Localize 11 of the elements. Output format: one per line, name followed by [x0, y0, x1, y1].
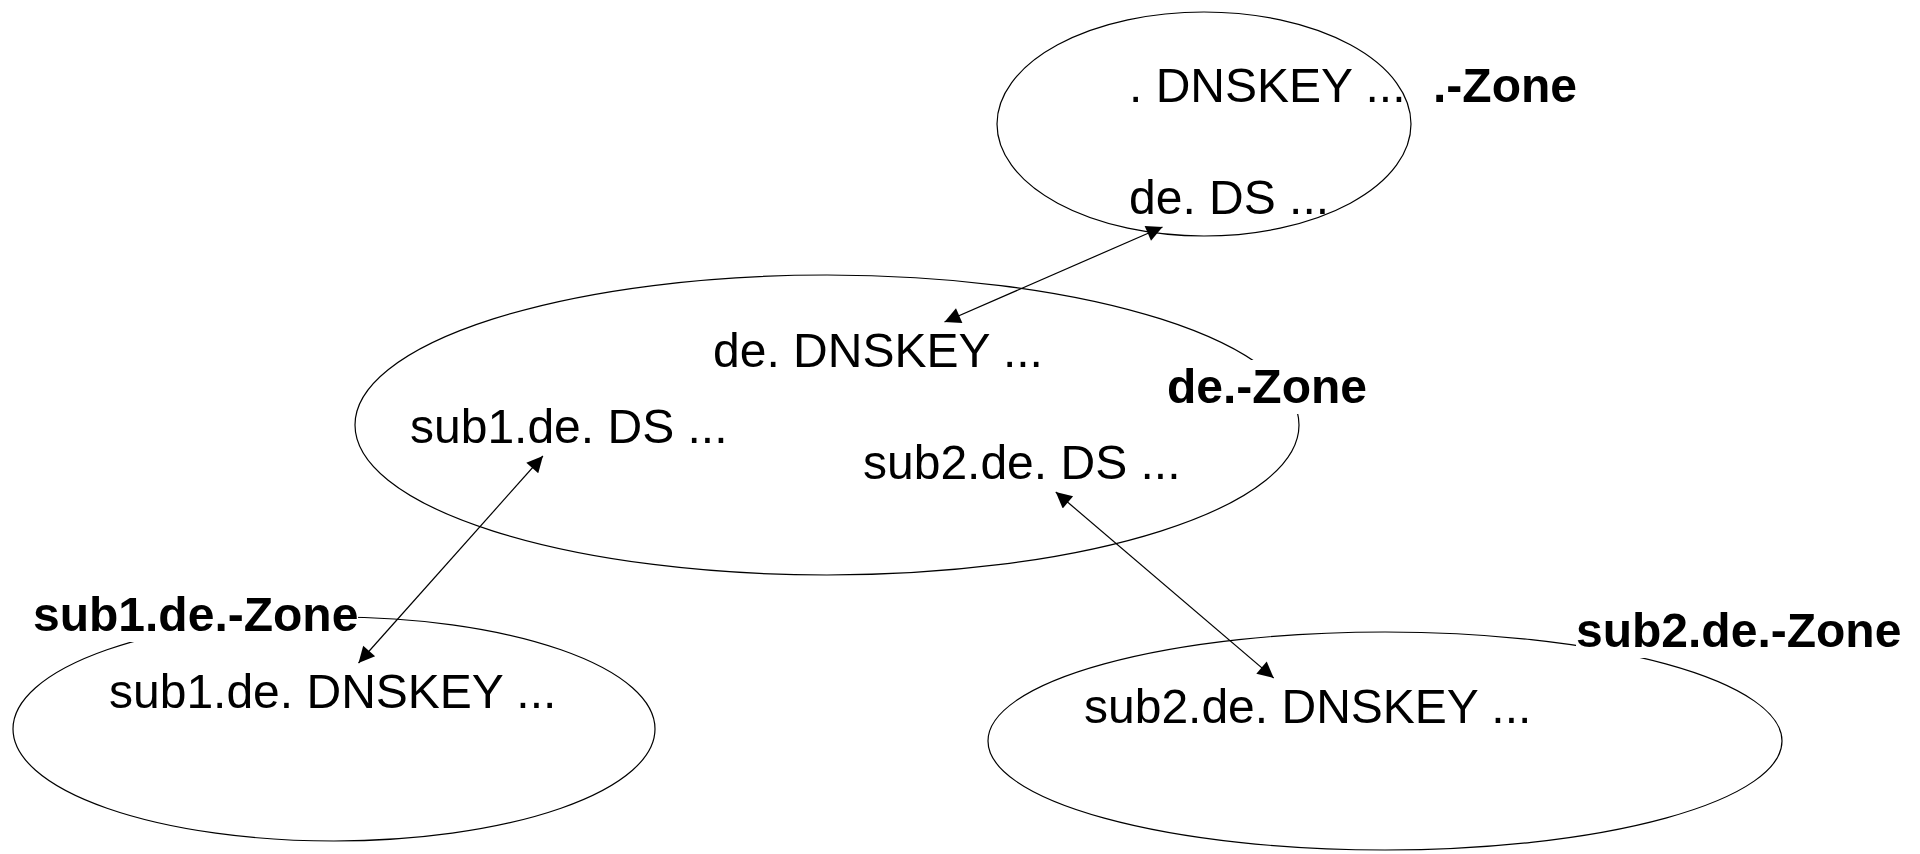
double-arrow: [1055, 491, 1275, 679]
zone-heading: de.-Zone: [1167, 360, 1367, 414]
dns-record: sub2.de. DS ...: [863, 436, 1181, 490]
dns-record: de. DS ...: [1129, 171, 1330, 225]
dns-record: sub1.de. DNSKEY ...: [109, 665, 557, 719]
double-arrow: [943, 226, 1164, 323]
double-arrow: [357, 455, 544, 664]
dns-record: sub2.de. DNSKEY ...: [1084, 680, 1532, 734]
dns-record: sub1.de. DS ...: [410, 400, 728, 454]
dns-record: . DNSKEY ...: [1129, 59, 1406, 113]
dns-record: de. DNSKEY ...: [713, 324, 1043, 378]
